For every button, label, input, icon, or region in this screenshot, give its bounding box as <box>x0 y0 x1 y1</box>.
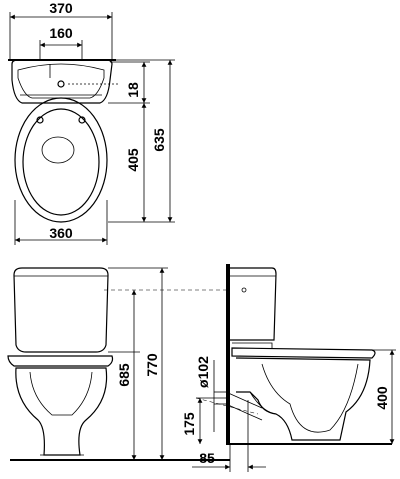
bowl-top-outline <box>14 97 108 223</box>
wall-hatch <box>226 264 230 444</box>
dim-18-label: 18 <box>125 82 141 98</box>
cistern-front-outline <box>13 267 109 353</box>
dim-370-label: 370 <box>49 0 73 16</box>
seat-hole-right-icon <box>78 116 86 124</box>
bowl-side-outline <box>235 357 371 441</box>
dim-405-label: 405 <box>125 148 141 172</box>
dim-770-label: 770 <box>144 353 160 377</box>
dim-175-label: 175 <box>181 412 197 436</box>
dim-85-label: 85 <box>199 450 215 466</box>
seat-hole-left-icon <box>36 116 44 124</box>
cistern-top-outline <box>11 59 113 104</box>
flush-button-icon <box>57 80 65 88</box>
dim-635-label: 635 <box>151 128 167 152</box>
cistern-side-outline <box>230 267 277 341</box>
front-view: 685 770 <box>7 267 230 461</box>
dim-160-label: 160 <box>49 25 73 41</box>
side-view: ø102 175 85 400 <box>181 264 396 472</box>
dim-diameter-label: ø102 <box>195 356 211 388</box>
dim-400-label: 400 <box>374 386 390 410</box>
top-view: 370 160 360 18 405 <box>8 0 175 245</box>
bowl-front-outline <box>15 367 108 456</box>
dim-360-label: 360 <box>49 225 73 241</box>
dim-685-label: 685 <box>116 363 132 387</box>
